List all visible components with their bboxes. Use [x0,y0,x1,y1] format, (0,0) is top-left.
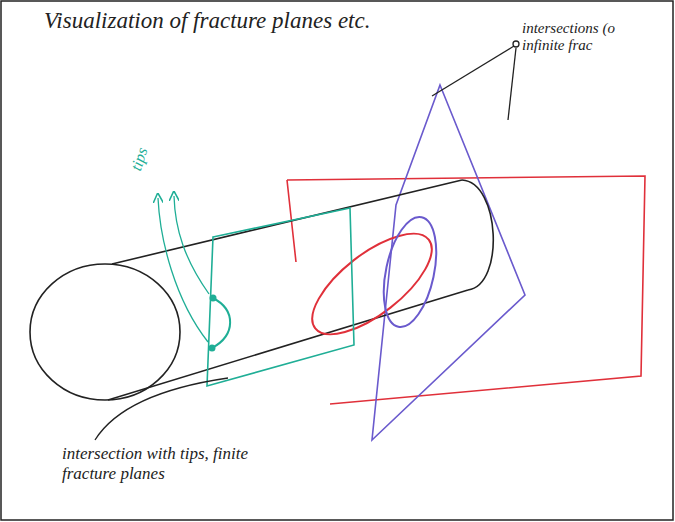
tip-dot [210,295,217,302]
leader-line [95,378,228,440]
tips-label: tips [127,145,152,173]
finite-plane-teal [207,208,354,386]
finite-intersection-arc [212,298,230,348]
tips-leader [174,196,209,294]
leader-line [508,48,516,120]
note-label: intersections (o infinite frac [522,20,650,55]
infinite-plane-blue [372,85,525,440]
borehole-cylinder [30,180,493,400]
tip-dot [209,345,216,352]
leader-line [432,46,514,96]
title: Visualization of fracture planes etc. [44,8,370,34]
intersection-ellipse-red [297,216,447,352]
intersection-ellipse-blue [375,212,445,332]
tips-leader [158,198,208,342]
note-label: intersection with tips, finite fracture … [62,444,262,483]
